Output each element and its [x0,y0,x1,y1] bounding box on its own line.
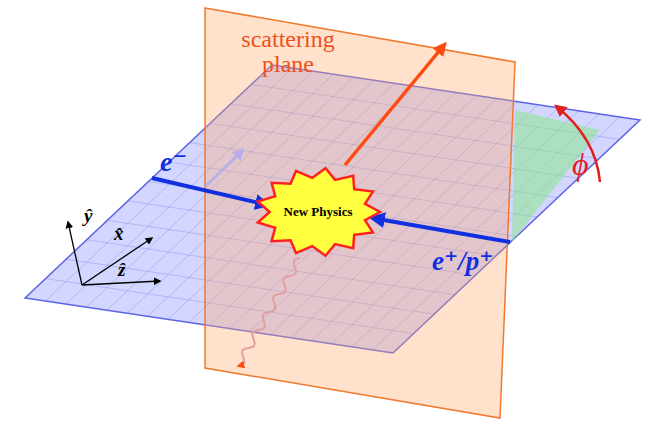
x-axis [82,238,152,285]
y-axis [68,222,82,285]
photon-wave [238,258,300,366]
angle-wedge [512,110,600,242]
x-axis-label: x̂ [114,224,124,243]
plane-title: scattering plane [225,25,351,79]
y-axis-label: ŷ [84,206,92,225]
node-text: New Physics [283,205,353,220]
azimuth-arc [556,106,600,182]
positron-proton-label: e⁺/p⁺ [432,248,494,275]
scattered-particle [345,44,445,165]
node-text: scattering plane [228,27,348,77]
interaction-burst [258,168,380,255]
electron-label: e⁻ [160,148,187,176]
scattering-plane-sheet [205,8,515,418]
azimuth-symbol: ϕ [572,148,589,180]
z-axis [82,281,160,285]
positron-beam [372,218,510,242]
new-physics-burst: New Physics [280,203,356,222]
polarization-arrow [206,150,243,186]
z-axis-label: ẑ [118,260,125,279]
